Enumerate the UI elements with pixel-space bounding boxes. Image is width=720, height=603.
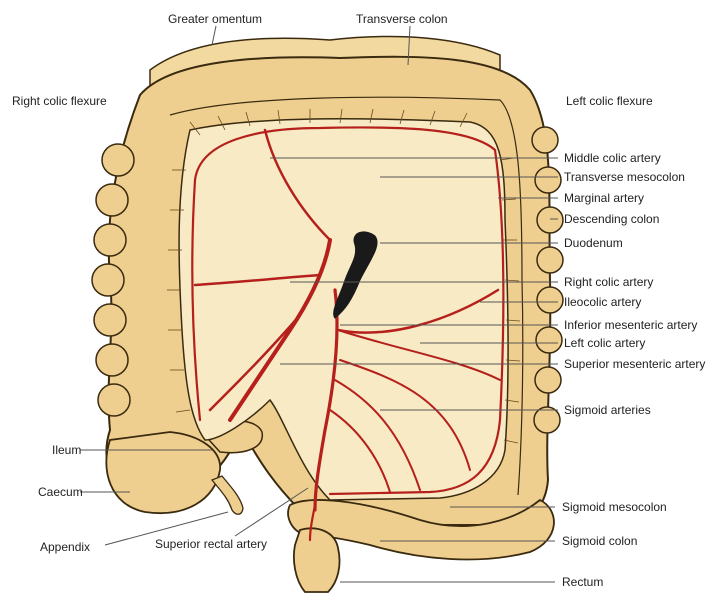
label-transverse-colon: Transverse colon <box>356 12 448 26</box>
label-middle-colic-artery: Middle colic artery <box>564 151 661 165</box>
label-greater-omentum: Greater omentum <box>168 12 262 26</box>
appendix <box>212 476 243 514</box>
label-sigmoid-colon: Sigmoid colon <box>562 534 637 548</box>
label-superior-mesenteric-artery: Superior mesenteric artery <box>564 357 705 371</box>
label-right-colic-artery: Right colic artery <box>564 275 653 289</box>
label-rectum: Rectum <box>562 575 603 589</box>
label-ileocolic-artery: Ileocolic artery <box>564 295 641 309</box>
label-sigmoid-mesocolon: Sigmoid mesocolon <box>562 500 667 514</box>
label-appendix: Appendix <box>40 540 90 554</box>
label-ileum: Ileum <box>52 443 81 457</box>
label-descending-colon: Descending colon <box>564 212 659 226</box>
label-marginal-artery: Marginal artery <box>564 191 644 205</box>
label-right-colic-flexure: Right colic flexure <box>12 94 107 108</box>
label-left-colic-flexure: Left colic flexure <box>566 94 653 108</box>
caecum <box>106 432 220 513</box>
label-superior-rectal-artery: Superior rectal artery <box>155 537 267 551</box>
rectum <box>294 528 340 592</box>
label-caecum: Caecum <box>38 485 83 499</box>
label-sigmoid-arteries: Sigmoid arteries <box>564 403 651 417</box>
label-transverse-mesocolon: Transverse mesocolon <box>564 170 685 184</box>
label-inferior-mesenteric-artery: Inferior mesenteric artery <box>564 318 697 332</box>
label-duodenum: Duodenum <box>564 236 623 250</box>
label-left-colic-artery: Left colic artery <box>564 336 645 350</box>
